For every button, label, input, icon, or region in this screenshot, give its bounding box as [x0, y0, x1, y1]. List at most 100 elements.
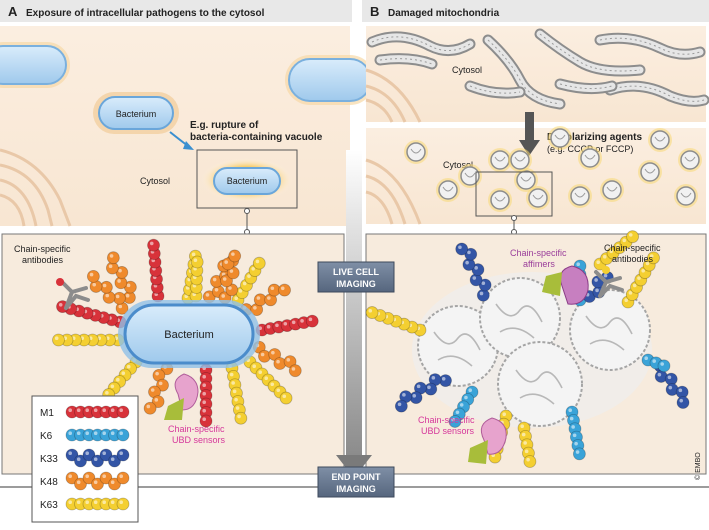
agent-line1: Depolarizing agents — [547, 132, 642, 143]
bead-highlight — [649, 254, 654, 258]
legend-label-k6: K6 — [40, 431, 53, 442]
connector-dot-b — [511, 215, 517, 221]
bead-highlight — [76, 457, 81, 462]
bead-highlight — [667, 375, 672, 380]
bead-highlight — [251, 266, 255, 271]
bead-highlight — [624, 298, 628, 303]
depolarize-arrow-shaft — [525, 112, 534, 142]
bead-highlight — [652, 359, 656, 363]
healthy-mito-4 — [594, 32, 706, 60]
bead-highlight — [102, 474, 106, 479]
bead-highlight — [260, 352, 265, 357]
inset-bacterium — [213, 167, 281, 195]
zoom-mitochondria-cluster — [412, 272, 652, 428]
bead-highlight — [191, 252, 196, 257]
bead-highlight — [202, 383, 206, 388]
bead-highlight — [68, 500, 72, 505]
bead-highlight — [568, 408, 572, 413]
bead-highlight — [105, 293, 110, 298]
healthy-mito-7 — [464, 80, 526, 99]
bead-highlight — [645, 261, 650, 266]
bead-highlight — [119, 451, 123, 456]
bead-highlight — [609, 249, 614, 254]
bead-highlight — [242, 281, 247, 286]
bead-highlight — [117, 279, 121, 283]
damaged-mito-6 — [508, 148, 532, 172]
ubiquitin-bead — [190, 255, 204, 269]
damaged-mito-10 — [638, 160, 662, 184]
panel-b-title: Damaged mitochondria — [388, 8, 500, 19]
panel-b-header — [362, 0, 709, 22]
bead-highlight — [150, 388, 155, 392]
healthy-mito-3 — [534, 28, 646, 77]
damaged-mito-5 — [526, 186, 550, 210]
ubiquitin-chain-k33 — [455, 242, 492, 302]
ubiquitin-bead — [279, 391, 293, 405]
bead-highlight — [622, 238, 627, 243]
bead-highlight — [427, 385, 431, 390]
bead-highlight — [255, 259, 260, 264]
antibodies-b-line1: Chain-specific — [604, 243, 661, 253]
bead-highlight — [232, 389, 237, 394]
live-line2: IMAGING — [336, 279, 376, 289]
bead-highlight — [126, 364, 131, 369]
ubiquitin-chain-k63 — [189, 255, 204, 303]
bead-highlight — [615, 244, 620, 248]
bead-highlight — [595, 288, 599, 293]
bead-highlight — [464, 395, 468, 400]
bead-highlight — [465, 260, 469, 265]
bead-highlight — [412, 393, 417, 398]
inset-bacterium-label: Bacterium — [227, 176, 268, 186]
affimers-line1: Chain-specific — [510, 248, 567, 258]
bead-highlight — [479, 291, 484, 296]
bead-highlight — [121, 371, 126, 376]
bead-highlight — [76, 500, 81, 505]
bead-highlight — [416, 384, 421, 389]
damaged-mito-4 — [488, 188, 512, 212]
legend-chain-k63 — [65, 497, 130, 511]
bead-highlight — [110, 457, 115, 462]
er-membranes-b2 — [365, 158, 422, 225]
bead-highlight — [126, 283, 131, 288]
bead-highlight — [229, 372, 234, 377]
bead-highlight — [628, 233, 633, 237]
bead-highlight — [205, 293, 210, 297]
damaged-mito-11 — [648, 128, 672, 152]
antibodies-b-line2: antibodies — [612, 254, 654, 264]
bead-highlight — [235, 406, 240, 410]
bead-highlight — [212, 277, 217, 282]
bead-highlight — [187, 277, 191, 282]
live-cell-imaging-label: LIVE CELL IMAGING — [317, 261, 395, 293]
bead-highlight — [58, 303, 63, 307]
bead-highlight — [275, 323, 279, 328]
ubiquitin-bead — [116, 497, 130, 511]
bead-highlight — [524, 449, 529, 454]
legend-label-k63: K63 — [40, 500, 58, 511]
bead-highlight — [679, 398, 684, 403]
ubiquitin-bead — [657, 359, 671, 373]
ubiquitin-chain-k63 — [52, 333, 125, 347]
bead-highlight — [602, 254, 607, 259]
bead-highlight — [116, 377, 120, 382]
ubiquitin-bead — [52, 333, 65, 347]
event-line1: E.g. rupture of — [190, 120, 259, 131]
ubiquitin-bead — [523, 455, 537, 468]
ubd-a-line1: Chain-specific — [168, 424, 225, 434]
ubiquitin-bead — [288, 364, 302, 378]
bead-highlight — [308, 317, 313, 322]
zoom-mito-3 — [497, 341, 583, 427]
bead-highlight — [267, 296, 271, 300]
antibody-a-target — [56, 278, 64, 286]
bead-highlight — [118, 268, 122, 273]
connector-dot-a — [244, 208, 250, 214]
bead-highlight — [155, 371, 159, 376]
bead-highlight — [397, 402, 402, 407]
ubiquitin-chain-m1 — [147, 238, 165, 303]
bead-highlight — [68, 474, 72, 479]
end-line2: IMAGING — [336, 484, 376, 494]
bead-highlight — [644, 356, 648, 361]
bead-highlight — [109, 254, 114, 258]
panel-b: B Damaged mitochondria Cytosol Depolariz… — [362, 0, 709, 475]
bead-highlight — [632, 283, 637, 288]
bead-highlight — [258, 370, 263, 375]
